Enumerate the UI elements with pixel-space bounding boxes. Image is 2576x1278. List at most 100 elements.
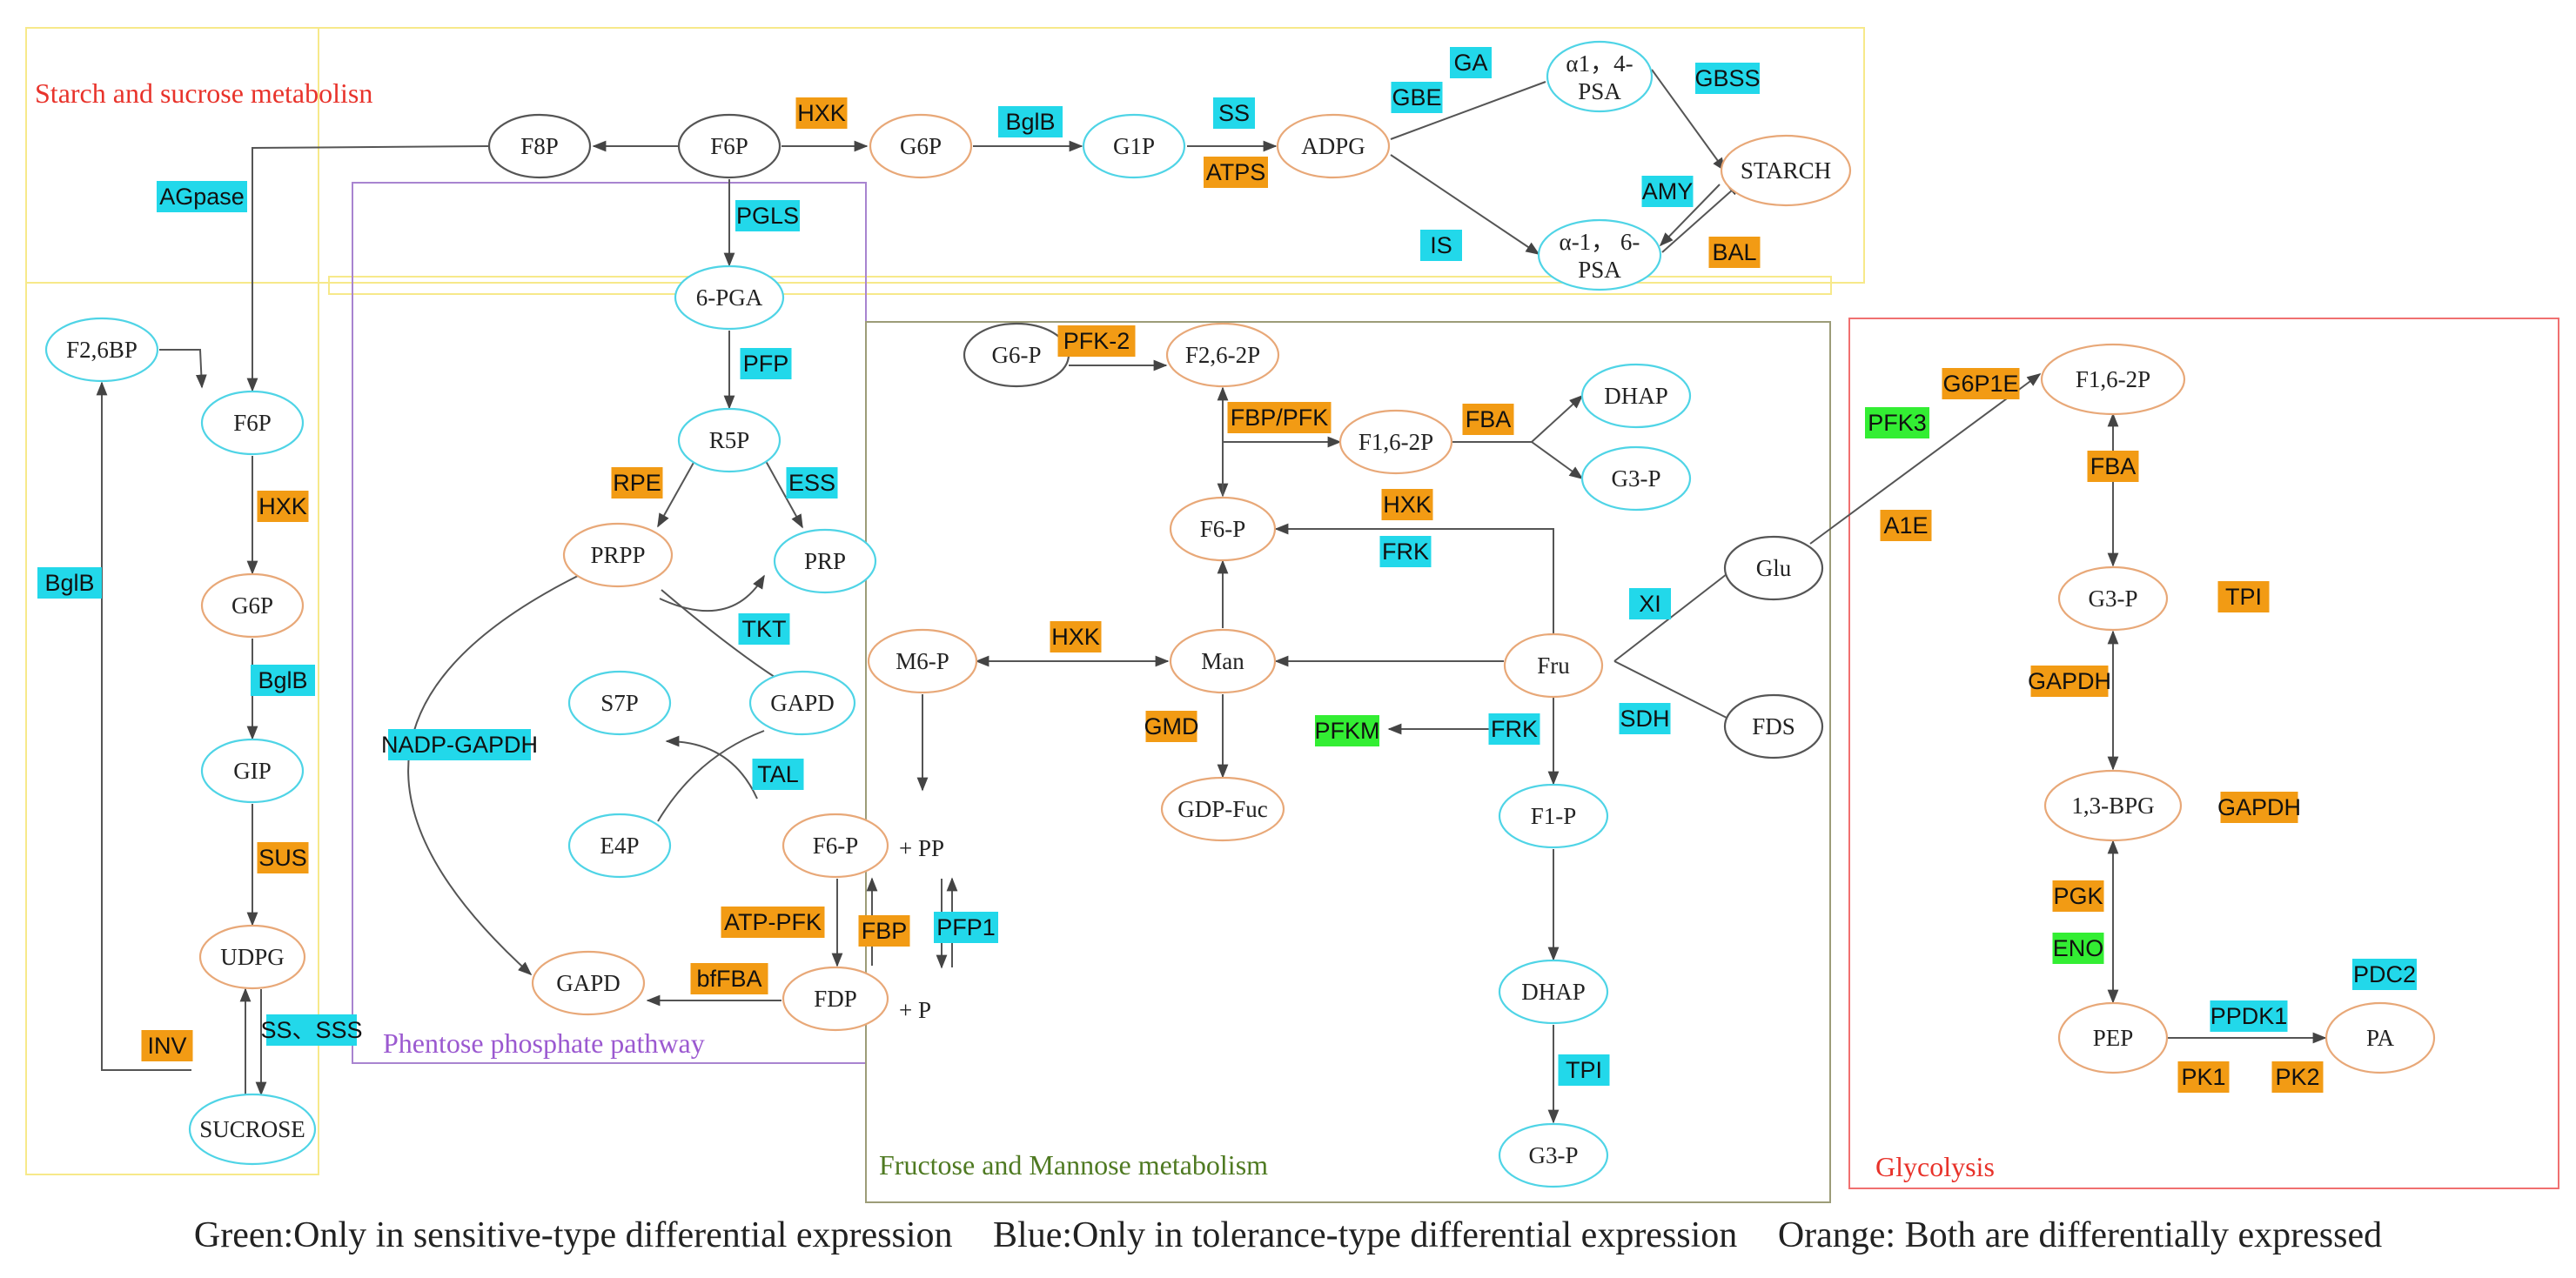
node-gdpfuc: GDP-Fuc: [1160, 776, 1285, 842]
enzyme-box: [1381, 489, 1433, 520]
enzyme-box: [1450, 47, 1492, 78]
enzyme-xi: XI: [1629, 588, 1671, 619]
reaction-arrow: [1531, 441, 1584, 479]
reaction-arrow: [1659, 184, 1721, 247]
enzyme-label: PFKM: [1314, 718, 1379, 744]
enzyme-label: PK1: [2181, 1064, 2225, 1090]
enzyme-label: PFP: [743, 351, 789, 377]
enzyme-bffba: bfFBA: [690, 963, 768, 994]
enzyme-label: AGpase: [159, 184, 245, 210]
node-e4p: E4P: [567, 813, 672, 879]
enzyme-a1e: A1E: [1880, 510, 1932, 541]
node-label: Man: [1201, 648, 1244, 674]
enzyme-label: TKT: [742, 616, 787, 642]
enzyme-label: PFK-2: [1063, 328, 1130, 354]
enzyme-hxk-fm: HXK: [1381, 489, 1433, 520]
reaction-arrow: [1613, 660, 1727, 719]
node-ellipse: [1082, 113, 1186, 179]
enzyme-box: [1488, 713, 1540, 745]
enzyme-frk-low: FRK: [1488, 713, 1540, 745]
enzyme-pdc2: PDC2: [2352, 959, 2417, 990]
node-ellipse: [562, 522, 674, 588]
reaction-arrow: [657, 460, 695, 528]
enzyme-label: NADP-GAPDH: [381, 732, 538, 758]
node-ellipse: [2043, 769, 2183, 842]
node-ellipse: [1160, 776, 1285, 842]
enzyme-pk2: PK2: [2271, 1061, 2324, 1093]
node-ellipse: [1498, 959, 1609, 1025]
node-m6p: M6-P: [867, 628, 978, 694]
enzyme-hxk-left: HXK: [257, 491, 309, 522]
enzyme-box: [721, 907, 825, 938]
node-label: G3-P: [2088, 585, 2137, 612]
reaction-arrow: [159, 349, 207, 389]
enzyme-label: PK2: [2275, 1064, 2319, 1090]
plus-pp-text: + PP: [899, 835, 944, 861]
enzyme-label: SDH: [1620, 706, 1669, 732]
enzyme-is: IS: [1420, 230, 1462, 261]
node-label: α1，4-: [1566, 50, 1633, 77]
enzyme-box: [1145, 711, 1197, 742]
node-fdp: FDP: [782, 966, 889, 1032]
node-man: Man: [1169, 628, 1277, 694]
enzyme-nadp-gapdh: NADP-GAPDH: [381, 729, 538, 760]
enzyme-atp-pfk: ATP-PFK: [721, 907, 825, 938]
node-f26bp: F2,6BP: [44, 317, 159, 383]
enzyme-label: INV: [147, 1033, 186, 1059]
node-label: PSA: [1578, 78, 1621, 104]
node-gapd-ppp: GAPD: [748, 670, 856, 736]
node-ellipse: [1723, 693, 1824, 759]
reaction-arrow: [1661, 181, 1742, 253]
node-bpg13: 1,3-BPG: [2043, 769, 2183, 842]
enzyme-fbp: FBP: [858, 915, 910, 947]
enzyme-label: TPI: [2225, 584, 2262, 610]
node-ellipse: [748, 670, 856, 736]
enzyme-box: [2087, 451, 2139, 482]
legend-blue: Blue:Only in tolerance-type differential…: [993, 1215, 1738, 1255]
node-label: 6-PGA: [696, 284, 763, 311]
node-ellipse: [782, 966, 889, 1032]
node-label: SUCROSE: [199, 1116, 305, 1142]
node-label: F8P: [520, 133, 559, 159]
enzyme-box: [141, 1030, 193, 1061]
enzyme-box: [738, 613, 790, 645]
enzyme-label: BAL: [1712, 239, 1756, 265]
enzyme-box: [1708, 237, 1761, 268]
node-g3p-low: G3-P: [1498, 1122, 1609, 1188]
node-ellipse: [1537, 218, 1662, 291]
enzyme-label: FBA: [2090, 453, 2137, 479]
legend-green: Green:Only in sensitive-type differentia…: [193, 1215, 953, 1255]
enzyme-label: PPDK1: [2210, 1003, 2288, 1029]
node-label: α-1， 6-: [1560, 229, 1640, 255]
enzyme-box: [752, 759, 804, 790]
enzyme-box: [690, 963, 768, 994]
enzyme-box: [2217, 581, 2270, 612]
node-label: FDS: [1752, 713, 1795, 739]
reaction-arrow: [1274, 523, 1554, 634]
region-glycolysis: [1848, 318, 2559, 1189]
enzyme-label: FRK: [1382, 539, 1429, 565]
node-label: DHAP: [1604, 383, 1668, 409]
enzyme-box: [2352, 959, 2417, 990]
reaction-arrow: [659, 574, 765, 612]
enzyme-hxk-m6p: HXK: [1050, 621, 1102, 652]
enzyme-label: FBA: [1466, 406, 1512, 432]
enzyme-label: A1E: [1883, 512, 1928, 539]
enzyme-box: [2052, 880, 2104, 912]
enzyme-label: bfFBA: [696, 966, 761, 992]
node-f6p-ppp: F6-P: [782, 813, 889, 879]
node-udpg: UDPG: [198, 924, 306, 990]
enzyme-box: [257, 491, 309, 522]
enzyme-box: [740, 348, 792, 379]
legend-orange: Orange: Both are differentially expresse…: [1777, 1215, 2383, 1255]
enzyme-label: ATP-PFK: [724, 909, 822, 935]
node-ellipse: [188, 1093, 317, 1166]
enzyme-label: GBE: [1392, 84, 1441, 110]
enzyme-bal: BAL: [1708, 237, 1761, 268]
node-label: PRP: [804, 548, 846, 574]
node-ellipse: [1169, 628, 1277, 694]
enzyme-box: [251, 665, 315, 696]
node-label: UDPG: [220, 944, 285, 970]
